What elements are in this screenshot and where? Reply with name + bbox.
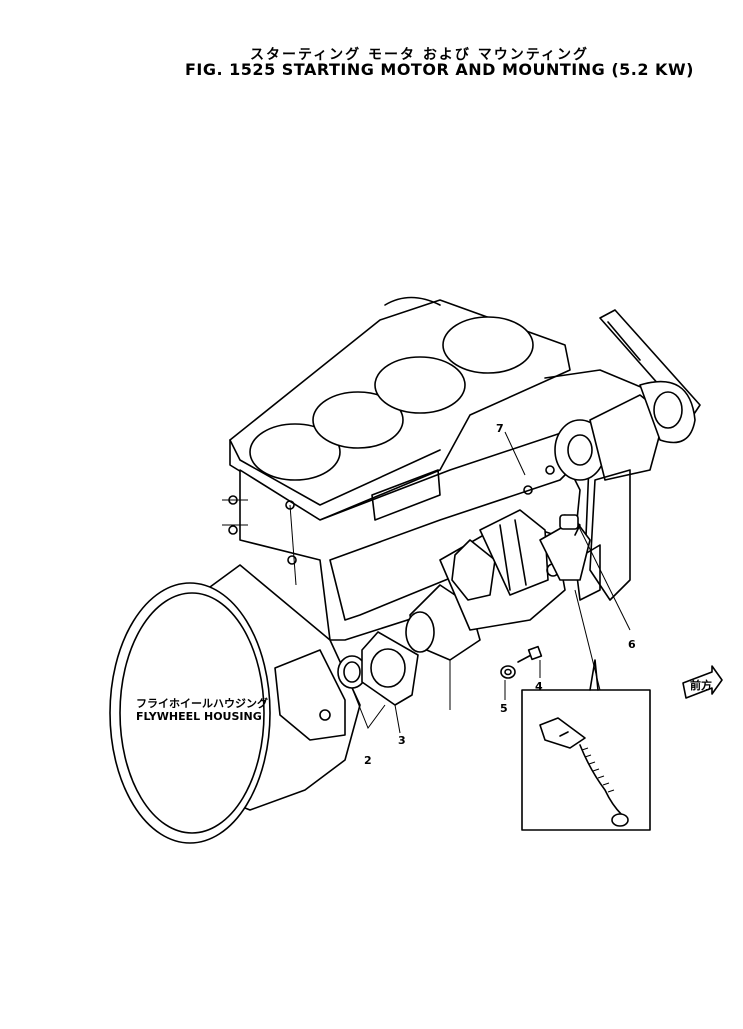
housing-label: FLYWHEEL HOUSING	[136, 710, 262, 723]
part-3-plate	[361, 631, 419, 706]
part-6-fitting	[559, 514, 579, 530]
callout-2: 2	[364, 754, 372, 767]
callout-3: 3	[398, 734, 406, 747]
part-5-washer	[500, 665, 516, 679]
callout-6: 6	[628, 638, 636, 651]
callout-5: 5	[500, 702, 508, 715]
callout-4: 4	[535, 680, 543, 693]
figure-title: FIG. 1525 STARTING MOTOR AND MOUNTING (5…	[185, 60, 694, 79]
connector-detail-inset	[521, 659, 651, 831]
housing-label-japanese: フライホイールハウジング	[136, 696, 268, 710]
flywheel-housing	[109, 564, 361, 844]
front-direction-mark	[682, 665, 723, 699]
callout-7: 7	[496, 422, 504, 435]
figure-title-japanese: スターティング モータ および マウンティング	[250, 47, 589, 63]
starting-motor	[405, 509, 591, 661]
front-direction-label: 前方	[690, 678, 712, 692]
cylinder-head	[229, 296, 571, 521]
alternator	[554, 380, 696, 601]
part-4-bolt	[517, 645, 543, 663]
